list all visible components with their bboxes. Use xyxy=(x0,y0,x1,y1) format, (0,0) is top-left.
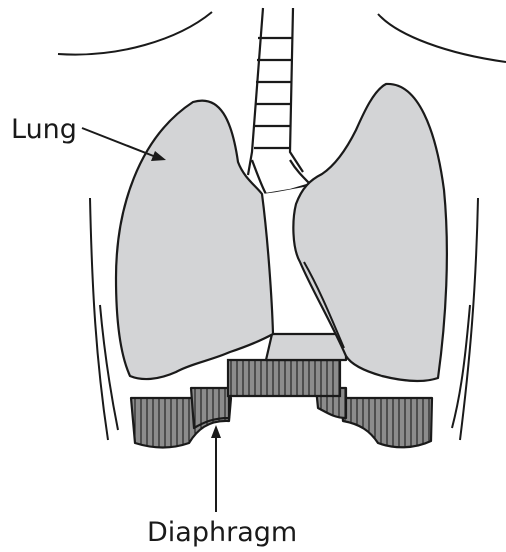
right-shoulder-outline xyxy=(378,14,506,62)
diaphragm-label: Diaphragm xyxy=(147,519,297,546)
left-shoulder-outline xyxy=(58,12,212,55)
left-torso-outline xyxy=(90,198,108,440)
lung-label: Lung xyxy=(11,116,77,143)
trachea xyxy=(248,8,303,175)
left-inner-torso-outline xyxy=(100,305,118,430)
mediastinum-strip xyxy=(266,334,346,360)
diaphragm-pointer-arrow xyxy=(211,425,221,512)
left-lung xyxy=(116,101,273,379)
